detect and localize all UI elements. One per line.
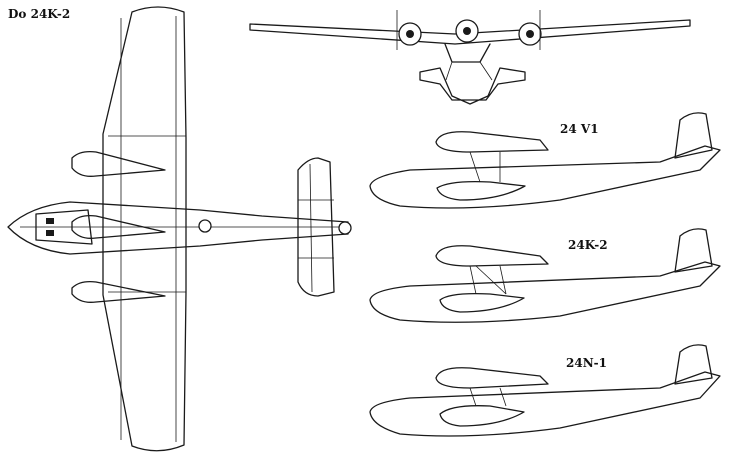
front-engines [396,10,542,50]
main-wing [102,6,187,452]
fin-side-1 [674,112,713,159]
front-wing [249,19,691,45]
hull-side-3 [369,371,721,437]
variant-label-1: 24 V1 [560,122,599,136]
engines-side-1 [435,131,549,153]
engine-nacelles-plan [71,150,212,303]
engines-side-2 [435,245,549,267]
variant-label-2: 24K-2 [568,238,608,252]
hull-side-1 [369,145,721,209]
cockpit-plan [35,209,93,245]
front-hull-sponsons [419,67,526,105]
variant-label-3: 24N-1 [566,356,607,370]
fin-side-3 [674,344,713,385]
fin-side-2 [674,228,713,273]
tail-plane [297,157,335,297]
hull-side-2 [369,261,721,323]
engines-side-3 [435,367,549,389]
drawing-title: Do 24K-2 [8,7,71,21]
